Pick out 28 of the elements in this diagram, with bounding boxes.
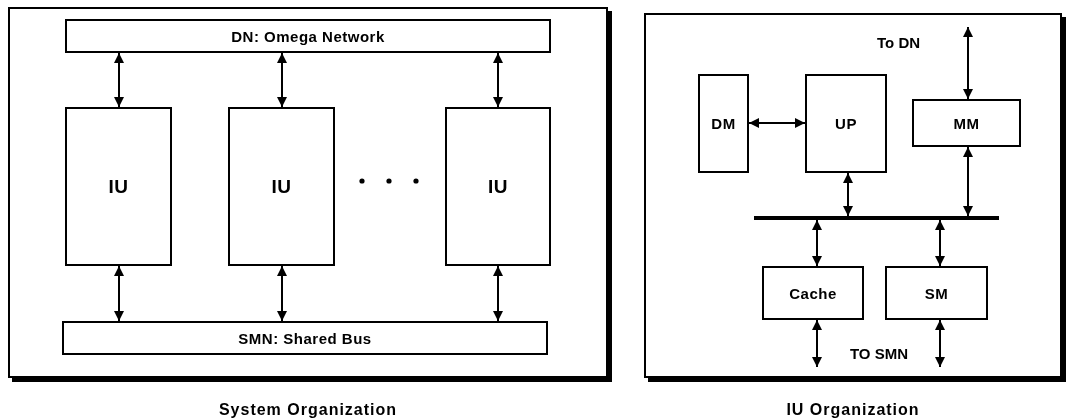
processor-box: UP [805, 74, 887, 173]
panel-caption: IU Organization [786, 401, 920, 418]
double-arrow [493, 265, 503, 322]
memory-box: DM [698, 74, 749, 173]
unit-box: IU [445, 107, 551, 266]
memory-box: MM [912, 99, 1021, 147]
network-bar: DN: Omega Network [65, 19, 551, 53]
double-arrow [935, 219, 945, 267]
double-arrow [963, 146, 973, 217]
double-arrow [114, 265, 124, 322]
memory-box: SM [885, 266, 988, 320]
double-arrow [748, 118, 806, 128]
connection-label: To DN [877, 33, 921, 51]
double-arrow [812, 319, 822, 368]
double-arrow [114, 52, 124, 108]
unit-box: IU [65, 107, 172, 266]
cache-box: Cache [762, 266, 864, 320]
unit-box: IU [228, 107, 335, 266]
double-arrow [493, 52, 503, 108]
double-arrow [812, 219, 822, 267]
double-arrow [277, 265, 287, 322]
double-arrow [935, 319, 945, 368]
panel-caption: System Organization [218, 401, 398, 418]
connection-label: TO SMN [849, 344, 909, 362]
double-arrow [277, 52, 287, 108]
bus-bar: SMN: Shared Bus [62, 321, 548, 355]
double-arrow [843, 172, 853, 217]
double-arrow [963, 26, 973, 100]
